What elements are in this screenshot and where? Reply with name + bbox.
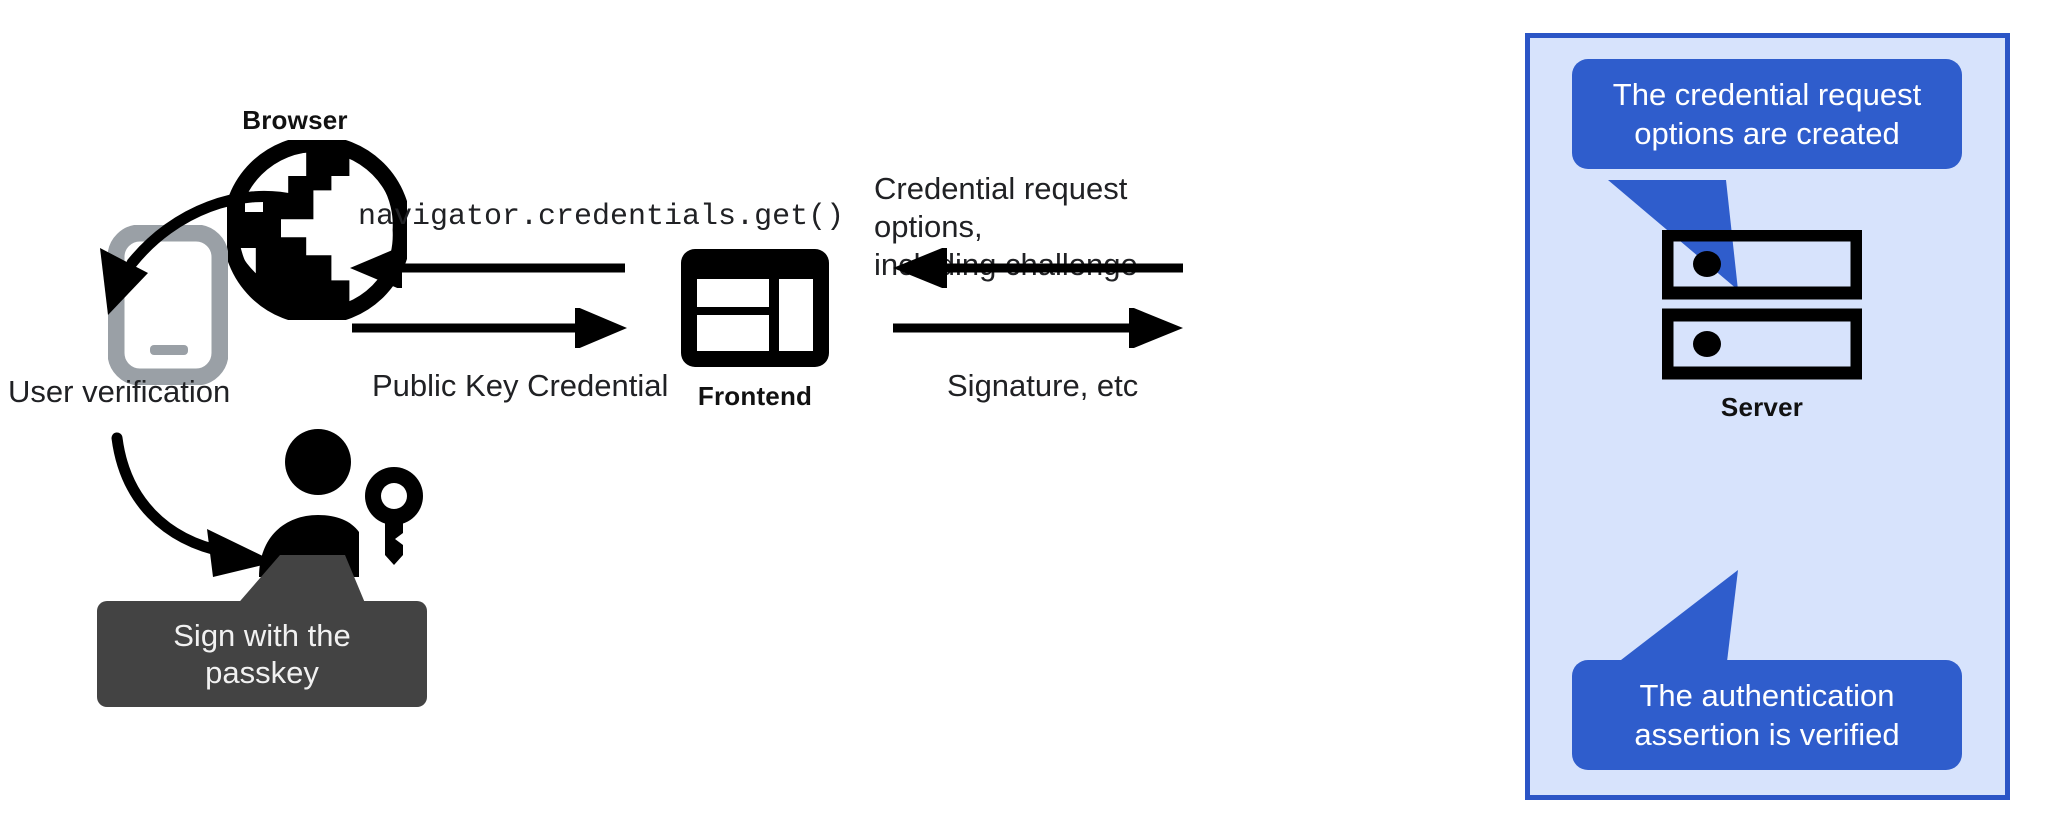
user-verification-label: User verification [8,374,231,409]
sign-with-passkey-callout: Sign with the passkey [97,601,427,708]
signature-etc-label: Signature, etc [947,368,1139,403]
server-bottom-callout-tail [1608,570,1808,670]
server-bottom-callout: The authentication assertion is verified [1572,660,1962,771]
frontend-label: Frontend [697,381,813,411]
arrow-frontend-to-server [893,308,1183,348]
arrow-browser-to-frontend [352,308,627,348]
arrow-server-to-frontend [893,248,1183,288]
server-label: Server [1720,392,1804,422]
server-rack-icon [1662,230,1862,380]
web-layout-icon [681,249,829,367]
arrow-frontend-to-browser [350,248,625,288]
sign-callout-tail [170,555,370,615]
browser-label: Browser [242,105,348,135]
server-top-callout: The credential request options are creat… [1572,59,1962,170]
navigator-credentials-get-label: navigator.credentials.get() [358,200,845,234]
public-key-credential-label: Public Key Credential [372,368,669,403]
arrow-browser-to-phone [80,175,320,335]
arrow-phone-to-user [95,430,315,580]
